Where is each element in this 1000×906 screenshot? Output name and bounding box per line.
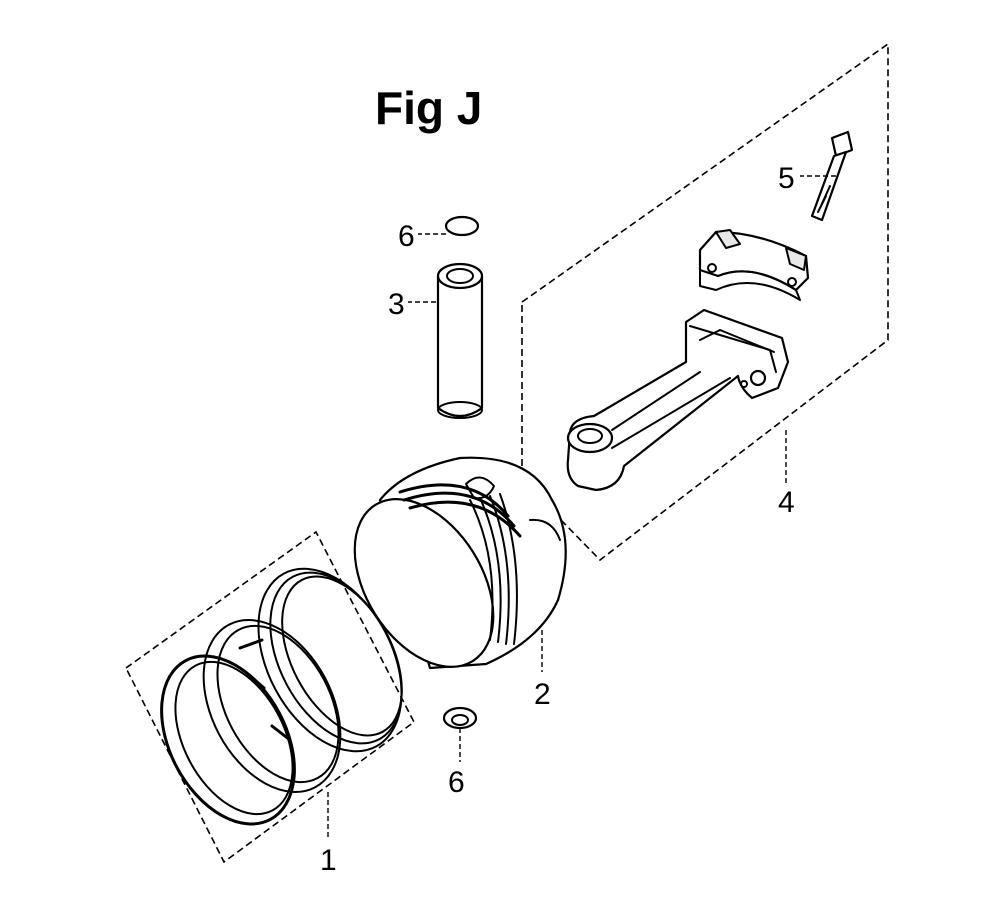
callout-5: 5	[778, 162, 795, 195]
callout-3: 3	[388, 288, 405, 321]
lower-circlip-icon	[442, 706, 478, 730]
callout-2: 2	[534, 678, 551, 711]
callout-6-upper: 6	[398, 220, 415, 253]
callout-1: 1	[320, 844, 337, 877]
piston-ring-frame	[124, 530, 416, 864]
connecting-rod-icon	[566, 308, 790, 492]
piston-pin-icon	[436, 215, 484, 419]
rod-cap-icon	[698, 229, 810, 301]
piston-ring-set-group	[124, 530, 416, 864]
piston-icon	[353, 456, 567, 670]
callout-6-lower: 6	[448, 766, 465, 799]
rod-bolt-icon	[810, 130, 854, 222]
connecting-rod-group	[521, 42, 889, 562]
connecting-rod-frame	[521, 42, 889, 562]
figure-title: Fig J	[375, 82, 482, 134]
callout-4: 4	[778, 486, 795, 519]
piston-rings-icon	[160, 567, 403, 826]
